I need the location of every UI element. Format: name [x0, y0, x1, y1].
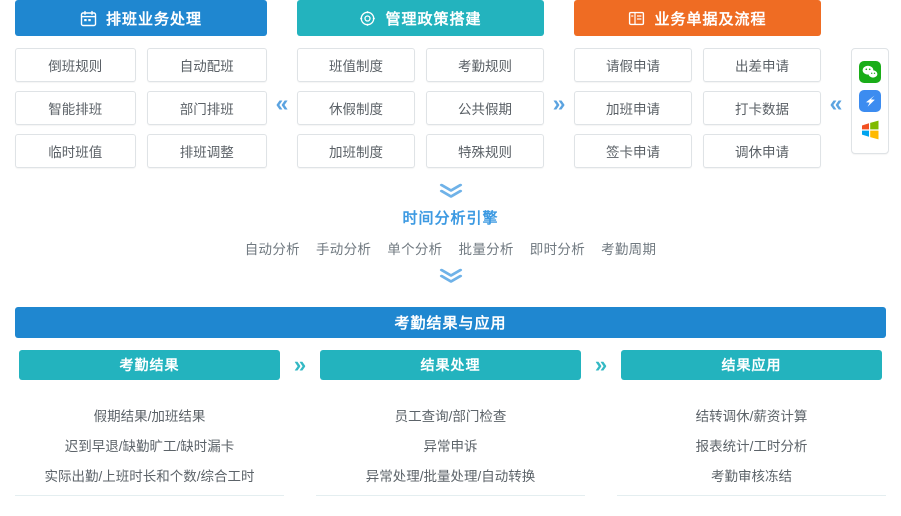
card-line: 结转调休/薪资计算: [695, 409, 808, 424]
pillar-policy: 管理政策搭建 班值制度 考勤规则 休假制度 公共假期 加班制度 特殊规则: [297, 0, 544, 168]
pillar-title: 管理政策搭建: [385, 10, 482, 28]
engine-tag: 批量分析: [458, 242, 514, 257]
results-banner: 考勤结果与应用: [15, 307, 886, 338]
item-button[interactable]: 临时班值: [15, 134, 136, 168]
engine-tags: 自动分析 手动分析 单个分析 批量分析 即时分析 考勤周期: [239, 238, 663, 258]
item-button[interactable]: 排班调整: [146, 134, 267, 168]
card-separator-icon: »: [293, 352, 307, 377]
engine-tag: 手动分析: [316, 242, 372, 257]
card-lines: 假期结果/加班结果 迟到早退/缺勤旷工/缺时漏卡 实际出勤/上班时长和个数/综合…: [15, 402, 284, 492]
pillar-title: 业务单据及流程: [654, 10, 767, 28]
item-button[interactable]: 签卡申请: [574, 134, 692, 168]
card-line: 实际出勤/上班时长和个数/综合工时: [44, 469, 255, 484]
item-button[interactable]: 休假制度: [297, 91, 415, 125]
engine-tag: 自动分析: [244, 242, 300, 257]
item-button[interactable]: 班值制度: [297, 48, 415, 82]
results-section: 考勤结果与应用 考勤结果 假期结果/加班结果 迟到早退/缺勤旷工/缺时漏卡 实际…: [15, 307, 886, 507]
integration-app-rail: [851, 48, 889, 154]
item-button[interactable]: 打卡数据: [703, 91, 821, 125]
pillars-row: 排班业务处理 倒班规则 自动配班 智能排班 部门排班 临时班值 排班调整 «: [0, 0, 901, 180]
card-attendance-results: 考勤结果 假期结果/加班结果 迟到早退/缺勤旷工/缺时漏卡 实际出勤/上班时长和…: [15, 350, 284, 496]
item-button[interactable]: 调休申请: [703, 134, 821, 168]
item-button[interactable]: 倒班规则: [15, 48, 136, 82]
pillar-items-policy: 班值制度 考勤规则 休假制度 公共假期 加班制度 特殊规则: [297, 48, 544, 168]
form-icon: [628, 10, 645, 27]
card-line: 员工查询/部门检查: [394, 409, 507, 424]
item-button[interactable]: 智能排班: [15, 91, 136, 125]
card-line: 异常处理/批量处理/自动转换: [365, 469, 536, 484]
item-button[interactable]: 自动配班: [146, 48, 267, 82]
pillar-title: 排班业务处理: [105, 10, 202, 28]
wechat-icon[interactable]: [859, 60, 881, 83]
item-button[interactable]: 加班申请: [574, 91, 692, 125]
pillar-header-policy: 管理政策搭建: [297, 0, 544, 36]
card-underline: [15, 495, 284, 496]
card-line: 迟到早退/缺勤旷工/缺时漏卡: [64, 439, 235, 454]
engine-tag: 即时分析: [529, 242, 585, 257]
item-button[interactable]: 部门排班: [146, 91, 267, 125]
dingtalk-icon[interactable]: [859, 89, 881, 112]
card-line: 报表统计/工时分析: [695, 439, 808, 454]
chevron-down-icon: [434, 182, 466, 200]
card-line: 异常申诉: [423, 439, 478, 454]
item-button[interactable]: 出差申请: [703, 48, 821, 82]
card-header: 考勤结果: [19, 350, 280, 380]
separator-right-icon-1: »: [552, 90, 566, 116]
item-button[interactable]: 加班制度: [297, 134, 415, 168]
item-button[interactable]: 请假申请: [574, 48, 692, 82]
item-button[interactable]: 公共假期: [426, 91, 544, 125]
card-line: 假期结果/加班结果: [93, 409, 206, 424]
item-button[interactable]: 考勤规则: [426, 48, 544, 82]
card-result-processing: 结果处理 员工查询/部门检查 异常申诉 异常处理/批量处理/自动转换: [316, 350, 585, 496]
card-separator-icon: »: [594, 352, 608, 377]
separator-left-icon-1: «: [275, 90, 289, 116]
calendar-icon: [80, 10, 97, 27]
item-button[interactable]: 特殊规则: [426, 134, 544, 168]
pillar-documents: 业务单据及流程 请假申请 出差申请 加班申请 打卡数据 签卡申请 调休申请: [574, 0, 821, 168]
pillar-header-scheduling: 排班业务处理: [15, 0, 267, 36]
card-underline: [316, 495, 585, 496]
card-line: 考勤审核冻结: [711, 469, 792, 484]
card-lines: 结转调休/薪资计算 报表统计/工时分析 考勤审核冻结: [617, 402, 886, 492]
gear-icon: [359, 10, 376, 27]
engine-tag: 单个分析: [387, 242, 443, 257]
results-cards: 考勤结果 假期结果/加班结果 迟到早退/缺勤旷工/缺时漏卡 实际出勤/上班时长和…: [15, 350, 886, 496]
engine-title: 时间分析引擎: [402, 210, 499, 227]
pillar-header-documents: 业务单据及流程: [574, 0, 821, 36]
engine-tag: 考勤周期: [601, 242, 657, 257]
pillar-items-scheduling: 倒班规则 自动配班 智能排班 部门排班 临时班值 排班调整: [15, 48, 267, 168]
card-result-application: 结果应用 结转调休/薪资计算 报表统计/工时分析 考勤审核冻结: [617, 350, 886, 496]
separator-left-icon-2: «: [829, 90, 843, 116]
time-analysis-engine: 时间分析引擎 自动分析 手动分析 单个分析 批量分析 即时分析 考勤周期: [0, 182, 901, 298]
card-header: 结果处理: [320, 350, 581, 380]
pillar-scheduling: 排班业务处理 倒班规则 自动配班 智能排班 部门排班 临时班值 排班调整: [15, 0, 267, 168]
windows-icon[interactable]: [859, 119, 881, 141]
card-header: 结果应用: [621, 350, 882, 380]
chevron-down-icon: [434, 267, 466, 285]
card-lines: 员工查询/部门检查 异常申诉 异常处理/批量处理/自动转换: [316, 402, 585, 492]
card-underline: [617, 495, 886, 496]
pillar-items-documents: 请假申请 出差申请 加班申请 打卡数据 签卡申请 调休申请: [574, 48, 821, 168]
